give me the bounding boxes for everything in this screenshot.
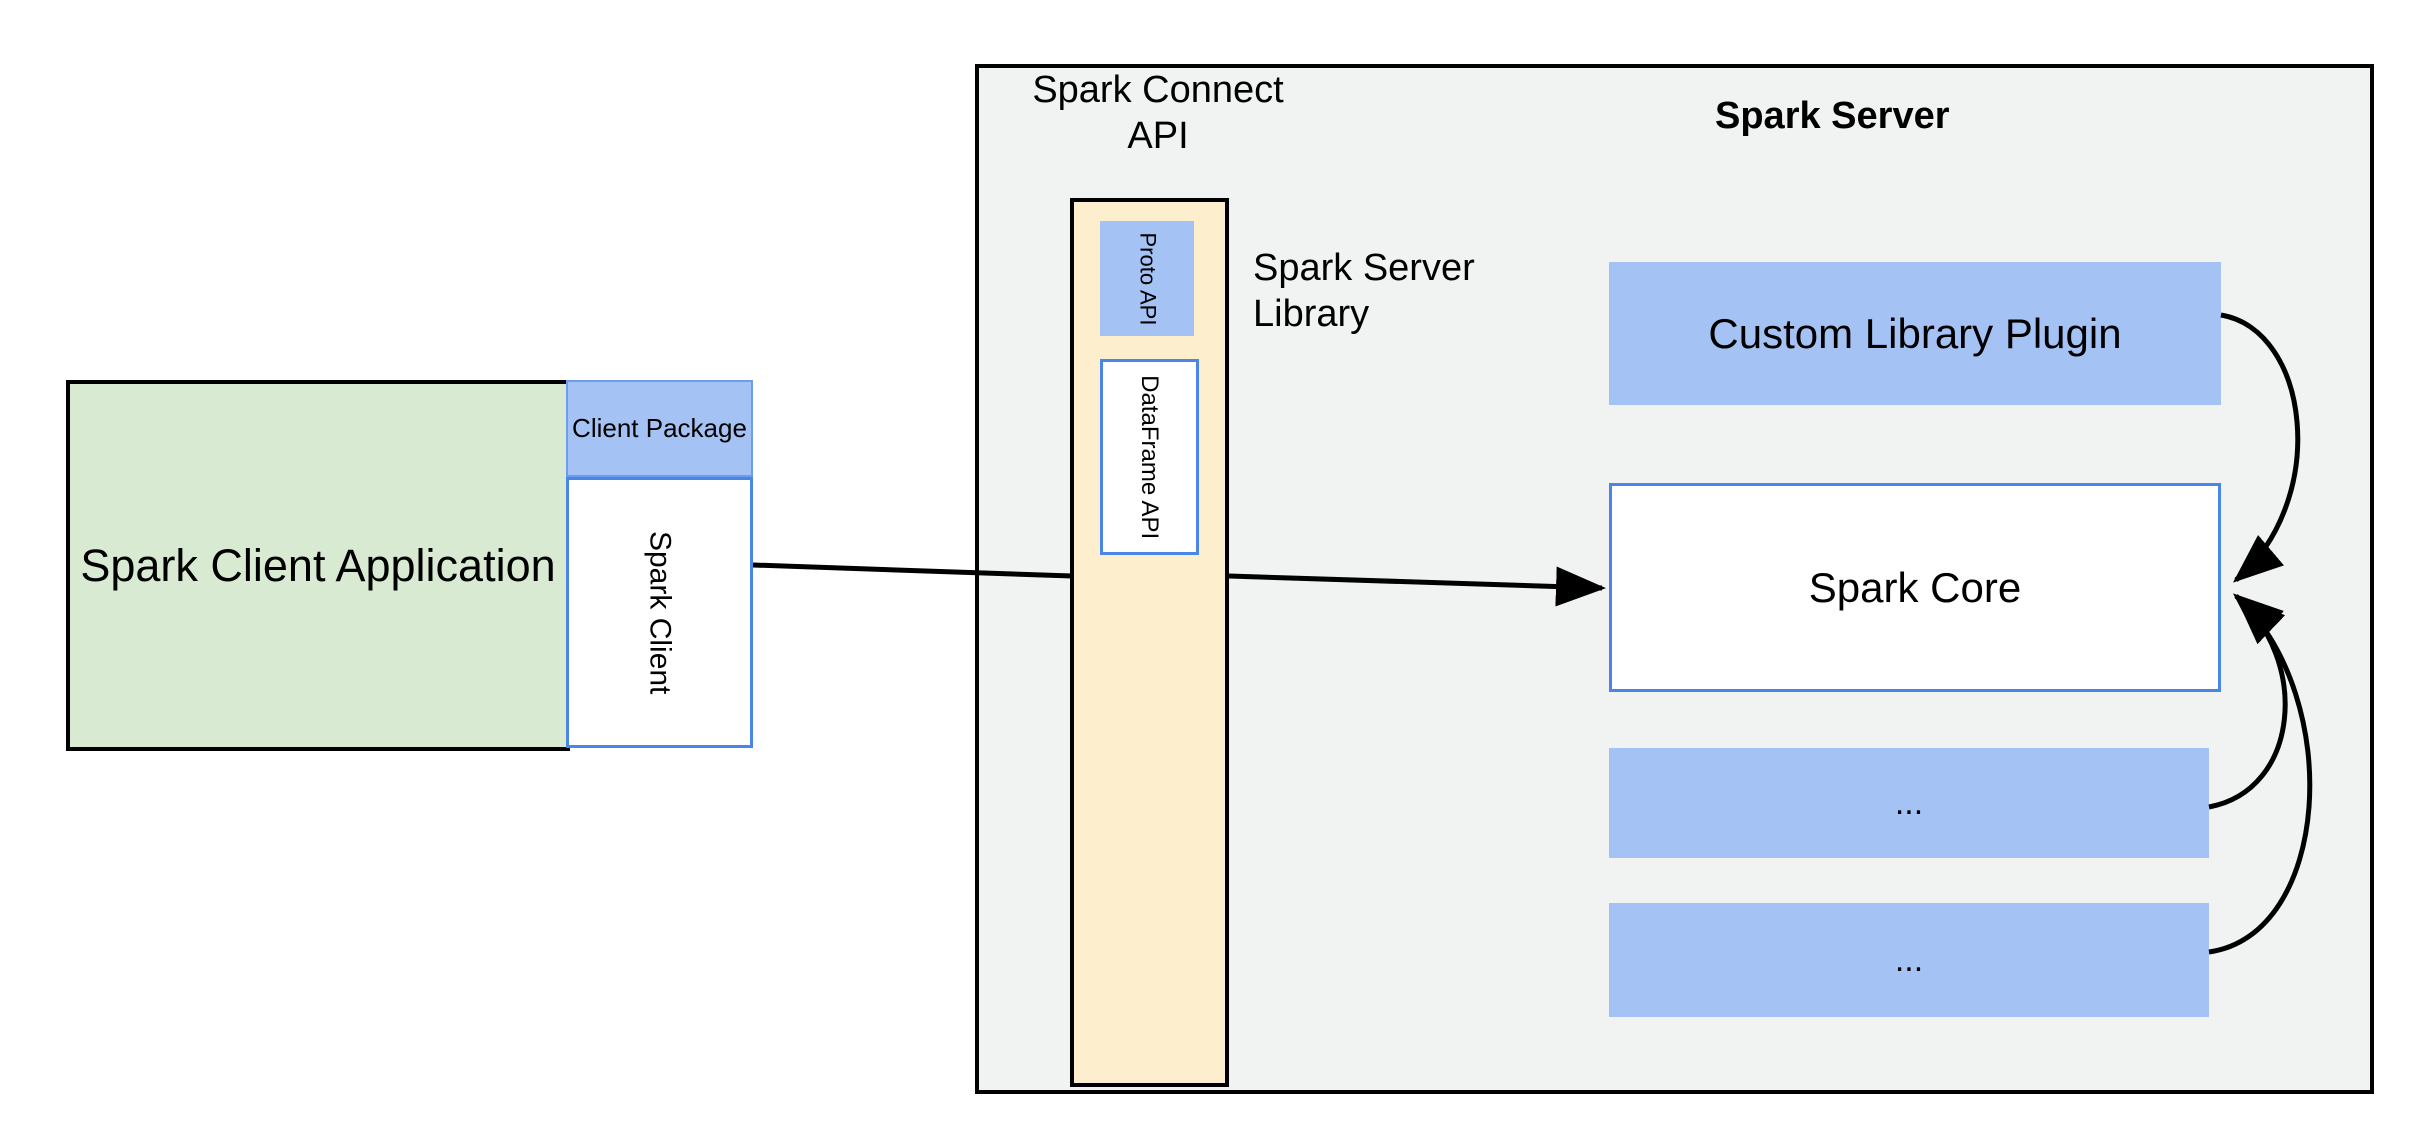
proto-api-label: Proto API — [1134, 232, 1160, 325]
client-package-box: Client Package — [566, 380, 753, 477]
spark-client-label: Spark Client — [643, 530, 677, 695]
custom-library-plugin-box: Custom Library Plugin — [1609, 262, 2221, 405]
ellipsis-box-one: ... — [1609, 748, 2209, 858]
spark-server-library-column — [1070, 198, 1229, 1087]
spark-client-box: Spark Client — [566, 477, 753, 748]
spark-server-library-label: Spark Server Library — [1253, 247, 1475, 335]
spark-client-application-box: Spark Client Application — [66, 380, 570, 751]
spark-server-title: Spark Server — [1715, 95, 1950, 137]
dataframe-api-label: DataFrame API — [1136, 374, 1164, 540]
proto-api-box: Proto API — [1100, 221, 1194, 336]
dataframe-api-box: DataFrame API — [1100, 359, 1199, 555]
spark-core-box: Spark Core — [1609, 483, 2221, 692]
ellipsis-box-two: ... — [1609, 903, 2209, 1017]
spark-connect-api-label: Spark Connect API — [1032, 69, 1284, 157]
